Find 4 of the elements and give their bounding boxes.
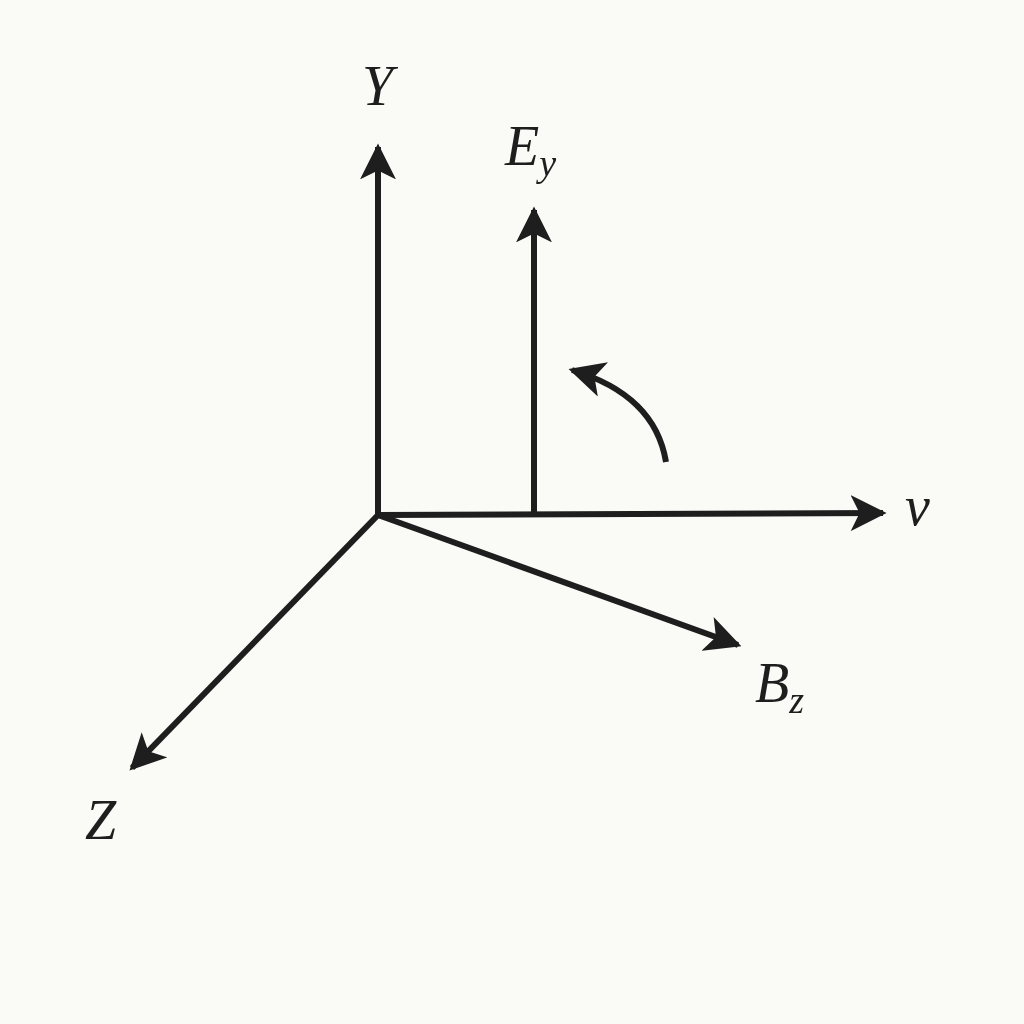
vector-label: B$_{z}$ [755, 655, 804, 720]
axis-label: v [905, 478, 930, 534]
axis-label: Z [85, 792, 117, 848]
vector-label: E$_{y}$ [505, 118, 557, 183]
